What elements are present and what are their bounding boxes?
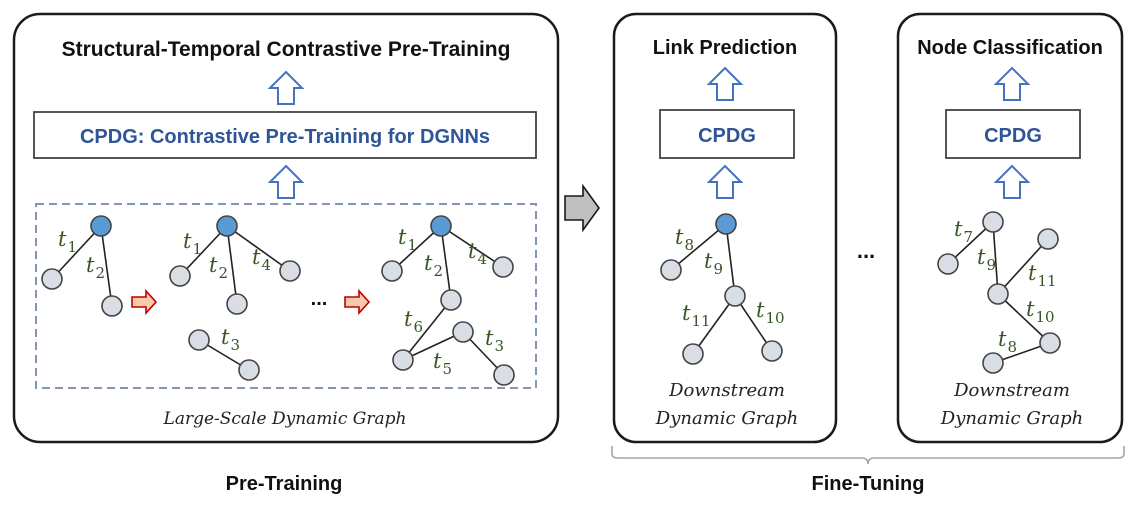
graph-node bbox=[440, 289, 462, 311]
graph-edge bbox=[997, 293, 1051, 344]
graph-node bbox=[660, 259, 682, 281]
task-model-box bbox=[945, 109, 1081, 159]
graph-node bbox=[188, 329, 210, 351]
up-arrow-icon bbox=[267, 164, 305, 199]
graph-node bbox=[238, 359, 260, 381]
graph-edge bbox=[226, 225, 238, 305]
graph-edge bbox=[734, 295, 773, 352]
graph-edge bbox=[391, 225, 442, 272]
task-caption-line1: Downstream bbox=[668, 380, 785, 401]
graph-node bbox=[392, 349, 414, 371]
up-arrow-icon bbox=[267, 70, 305, 105]
graph-edge bbox=[51, 225, 102, 280]
graph-edge bbox=[997, 238, 1049, 295]
task-model-label: CPDG bbox=[984, 125, 1042, 147]
task-ellipsis: ... bbox=[857, 238, 875, 263]
graph-node bbox=[492, 256, 514, 278]
up-arrow-icon bbox=[993, 164, 1031, 199]
task-model-label: CPDG bbox=[698, 125, 756, 147]
pretraining-footer: Pre-Training bbox=[226, 473, 343, 495]
graph-node bbox=[724, 285, 746, 307]
graph-node bbox=[381, 260, 403, 282]
graph-node bbox=[982, 211, 1004, 233]
graph-edge bbox=[670, 223, 727, 271]
snapshot-ellipsis: ... bbox=[311, 288, 328, 310]
pretraining-model-box bbox=[33, 111, 537, 159]
up-arrow-icon bbox=[706, 66, 744, 101]
graph-caption: Large-Scale Dynamic Graph bbox=[163, 409, 407, 429]
graph-node bbox=[982, 352, 1004, 374]
fine-tuning-brace bbox=[611, 446, 1125, 465]
graph-edge bbox=[402, 331, 464, 361]
graph-node-highlighted bbox=[216, 215, 238, 237]
graph-node-highlighted bbox=[430, 215, 452, 237]
graph-node bbox=[1037, 228, 1059, 250]
graph-node bbox=[493, 364, 515, 386]
up-arrow-icon bbox=[993, 66, 1031, 101]
graph-node bbox=[937, 253, 959, 275]
task-title: Node Classification bbox=[917, 37, 1103, 59]
graph-edge bbox=[226, 225, 291, 272]
red-right-arrow-icon bbox=[131, 288, 158, 316]
graph-node bbox=[452, 321, 474, 343]
graph-node bbox=[279, 260, 301, 282]
graph-edge bbox=[179, 225, 228, 277]
graph-node bbox=[761, 340, 783, 362]
pretraining-panel: Structural-Temporal Contrastive Pre-Trai… bbox=[12, 12, 560, 444]
graph-node bbox=[987, 283, 1009, 305]
stage-transition-arrow-icon bbox=[564, 183, 600, 233]
pretraining-title: Structural-Temporal Contrastive Pre-Trai… bbox=[62, 38, 511, 61]
task-title: Link Prediction bbox=[653, 37, 797, 59]
graph-edge bbox=[440, 225, 504, 268]
task-caption-line2: Dynamic Graph bbox=[940, 408, 1083, 429]
graph-node-highlighted bbox=[90, 215, 112, 237]
pretraining-model-label: CPDG: Contrastive Pre-Training for DGNNs bbox=[80, 126, 490, 148]
up-arrow-icon bbox=[706, 164, 744, 199]
graph-dashed-region bbox=[35, 203, 537, 389]
graph-edge bbox=[725, 223, 736, 297]
finetuning-footer: Fine-Tuning bbox=[812, 473, 925, 495]
graph-node bbox=[226, 293, 248, 315]
graph-edge bbox=[402, 299, 452, 361]
graph-node bbox=[169, 265, 191, 287]
graph-edge bbox=[992, 221, 999, 295]
task-caption-line2: Dynamic Graph bbox=[655, 408, 798, 429]
graph-node bbox=[682, 343, 704, 365]
graph-node bbox=[101, 295, 123, 317]
graph-edge bbox=[100, 225, 113, 307]
task-caption-line1: Downstream bbox=[953, 380, 1070, 401]
graph-edge bbox=[440, 225, 452, 301]
graph-edge bbox=[692, 295, 736, 355]
red-right-arrow-icon bbox=[344, 288, 371, 316]
task-model-box bbox=[659, 109, 795, 159]
graph-node bbox=[1039, 332, 1061, 354]
graph-node-highlighted bbox=[715, 213, 737, 235]
graph-node bbox=[41, 268, 63, 290]
